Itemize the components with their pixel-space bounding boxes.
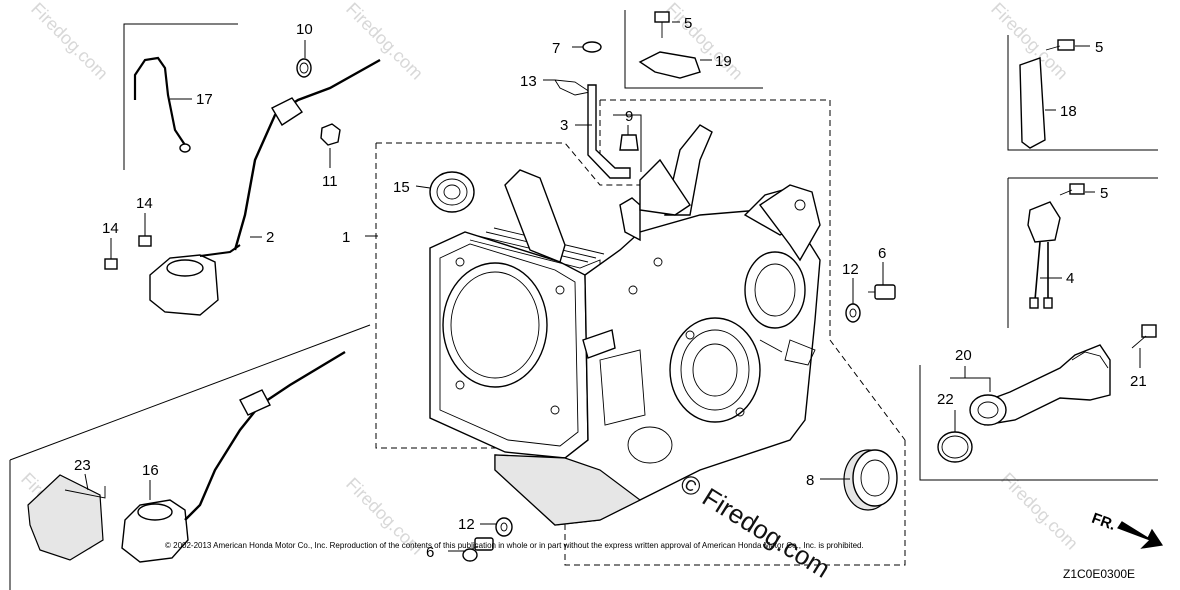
o-ring-inner	[299, 62, 309, 74]
callout-number: 17	[196, 91, 213, 108]
copyright-notice: © 2002-2013 American Honda Motor Co., In…	[165, 541, 864, 550]
clip-bracket	[64, 486, 106, 499]
callout-number: 19	[715, 53, 732, 70]
crankcase	[429, 124, 821, 526]
callout-number: 2	[266, 229, 274, 246]
callout-number: 5	[1095, 39, 1103, 56]
callout-number: 7	[552, 40, 560, 57]
callout-number: 15	[393, 179, 410, 196]
callout-number: 14	[136, 195, 153, 212]
callout-number: 5	[1100, 185, 1108, 202]
callout-number: 22	[937, 391, 954, 408]
washer-hole	[500, 522, 508, 532]
washer	[495, 517, 513, 537]
oil-filler-neck	[969, 344, 1111, 426]
o-ring-inner	[941, 435, 969, 459]
clip	[554, 79, 592, 96]
callout-number: 13	[520, 73, 537, 90]
callout-number: 8	[806, 472, 814, 489]
callout-number: 12	[842, 261, 859, 278]
oil-seal	[843, 449, 898, 511]
callouts: 1 2 3 4 5 5 5 6 6 7 8 9 10 11 12 12 13 1…	[74, 15, 1147, 561]
cap	[619, 134, 639, 151]
nut	[320, 123, 341, 146]
callout-number: 6	[878, 245, 886, 262]
grommet	[271, 97, 303, 126]
watermark: Firedog.com	[997, 469, 1082, 554]
sensor-cable	[233, 58, 381, 251]
breather-tube	[587, 84, 631, 179]
callout-number: 9	[625, 108, 633, 125]
ground-wire	[133, 56, 186, 146]
callout-number: 4	[1066, 270, 1074, 287]
drain-bolt	[868, 284, 896, 300]
flange-bolt	[1045, 39, 1075, 51]
callout-number: 14	[102, 220, 119, 237]
oil-level-switch	[121, 350, 346, 563]
ring-terminal	[179, 143, 191, 153]
callout-number: 23	[74, 457, 91, 474]
callout-number: 21	[1130, 373, 1147, 390]
leader-lines	[84, 21, 1141, 552]
callout-number: 12	[458, 516, 475, 533]
callout-number: 5	[684, 15, 692, 32]
watermark: Firedog.com	[27, 0, 112, 84]
washer	[845, 303, 861, 323]
callout-number: 18	[1060, 103, 1077, 120]
callout-number: 20	[955, 347, 972, 364]
callout-number: 16	[142, 462, 159, 479]
oil-sensor	[1027, 201, 1061, 309]
flange-bolt	[1059, 183, 1085, 196]
screw	[104, 235, 152, 270]
callout-number: 11	[322, 173, 338, 190]
callout-number: 6	[426, 544, 434, 561]
o-ring	[937, 431, 973, 463]
bearing	[429, 171, 475, 213]
oil-level-switch	[149, 244, 241, 316]
direction-label: FR.	[1089, 510, 1118, 534]
callout-number: 3	[560, 117, 568, 134]
o-ring	[296, 58, 312, 78]
wire-strap	[1019, 57, 1046, 149]
wire-cover	[27, 474, 104, 561]
washer	[582, 41, 602, 53]
washer-hole	[849, 308, 857, 318]
flange-bolt	[1131, 324, 1157, 349]
callout-number: 1	[342, 229, 350, 246]
clip	[638, 51, 701, 79]
callout-number: 10	[296, 21, 313, 38]
front-direction-arrow: FR.	[1089, 510, 1164, 549]
flange-bolt	[654, 11, 670, 38]
drain-bolt	[462, 537, 494, 562]
watermark: Firedog.com	[342, 0, 427, 84]
diagram-code: Z1C0E0300E	[1063, 567, 1135, 581]
